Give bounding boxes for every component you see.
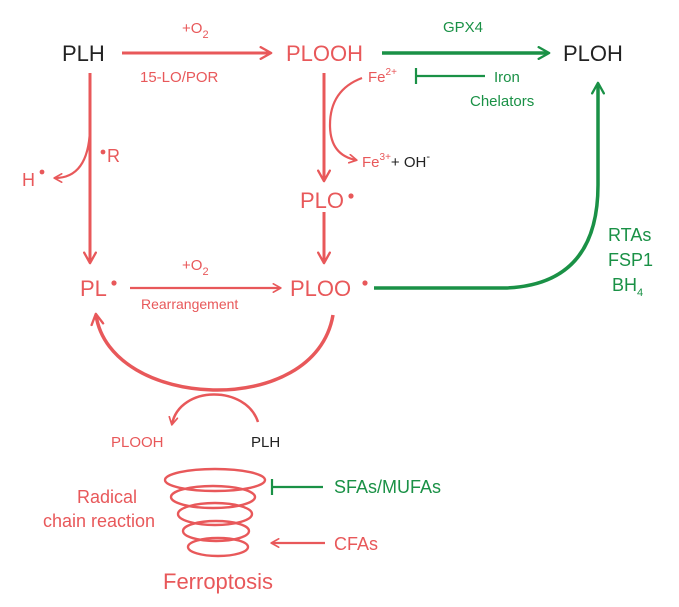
label-radical: Radical	[77, 487, 137, 507]
label-plooh-bottom: PLOOH	[111, 434, 164, 451]
label-plo-radical: PLO	[300, 188, 344, 213]
label-sfas-mufas: SFAs/MUFAs	[334, 477, 441, 497]
label-o2-top: +O2	[182, 20, 209, 41]
label-gpx4: GPX4	[443, 19, 483, 36]
label-plooh: PLOOH	[286, 41, 363, 66]
radical-dot-r	[100, 149, 106, 155]
label-bh4: BH4	[612, 275, 643, 299]
label-plh-bottom: PLH	[251, 434, 280, 451]
label-pl-radical: PL	[80, 276, 107, 301]
radical-dot-h	[39, 169, 45, 175]
radical-dot-pl	[111, 280, 117, 286]
arrow-ploo-to-ploh	[374, 81, 605, 290]
label-rtas: RTAs	[608, 225, 651, 245]
label-rearrangement: Rearrangement	[141, 296, 238, 312]
radical-dot-plo	[348, 193, 354, 199]
fe-redox-curve	[328, 76, 363, 164]
label-chelators: Chelators	[470, 93, 534, 110]
label-cfas: CFAs	[334, 534, 378, 554]
small-loop-arrow	[168, 393, 260, 426]
label-fe3-oh: Fe3++ OH-	[362, 151, 430, 171]
label-chain-reaction: chain reaction	[43, 511, 155, 531]
label-o2-mid: +O2	[182, 257, 209, 278]
radical-chain-spiral	[163, 467, 267, 558]
chain-loop-arrow	[90, 312, 335, 392]
arrow-to-h-radical	[53, 129, 92, 183]
label-ploh: PLOH	[563, 41, 623, 66]
label-h-radical: H	[22, 170, 35, 190]
label-ferroptosis: Ferroptosis	[163, 569, 273, 594]
label-fsp1: FSP1	[608, 250, 653, 270]
label-plh: PLH	[62, 41, 105, 66]
label-iron: Iron	[494, 69, 520, 86]
radical-dot-ploo	[362, 280, 368, 286]
label-fe2: Fe2+	[368, 67, 397, 86]
label-r-radical: R	[107, 146, 120, 166]
label-15lo-por: 15-LO/POR	[140, 69, 219, 86]
label-ploo-radical: PLOO	[290, 276, 351, 301]
